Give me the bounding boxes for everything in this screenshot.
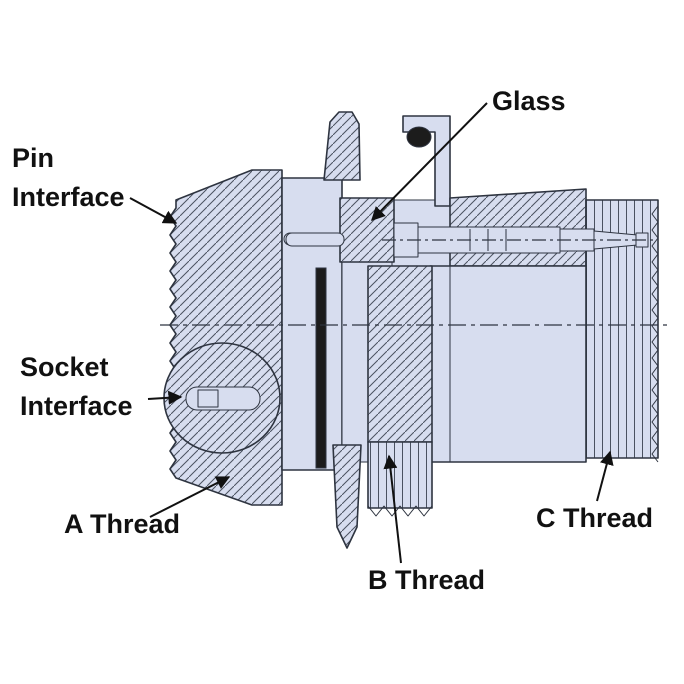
leader-pin-interface: [129, 197, 178, 224]
label-b-thread: B Thread: [368, 565, 485, 595]
label-a-thread: A Thread: [64, 509, 180, 539]
glass-seal: [339, 197, 395, 263]
coupling-nut-a-thread: [169, 169, 283, 506]
socket-slot: [185, 386, 261, 411]
flange-tail: [332, 444, 362, 549]
b-thread-profile: [367, 505, 433, 517]
label-c-thread: C Thread: [536, 503, 653, 533]
leader-c-thread: [596, 450, 614, 502]
label-socket-interface-line2: Interface: [20, 391, 133, 421]
socket-slot-key: [197, 389, 219, 408]
label-socket-interface-line1: Socket: [20, 352, 109, 382]
leader-socket-interface: [147, 390, 183, 405]
leader-a-thread: [149, 476, 231, 518]
shell-face: [429, 265, 587, 463]
gasket-stripe: [315, 267, 327, 469]
c-thread-profile: [651, 205, 659, 463]
b-thread-section: [367, 265, 433, 443]
leader-glass: [371, 102, 488, 221]
label-glass: Glass: [492, 86, 566, 116]
polarizing-key: [323, 111, 361, 181]
flange-plate: [281, 177, 343, 471]
o-ring: [406, 126, 432, 148]
label-pin-interface-line2: Interface: [12, 182, 125, 212]
pin-rod: [285, 232, 345, 247]
leader-b-thread: [383, 454, 402, 564]
label-pin-interface-line1: Pin: [12, 143, 54, 173]
b-thread-lower: [367, 441, 433, 509]
